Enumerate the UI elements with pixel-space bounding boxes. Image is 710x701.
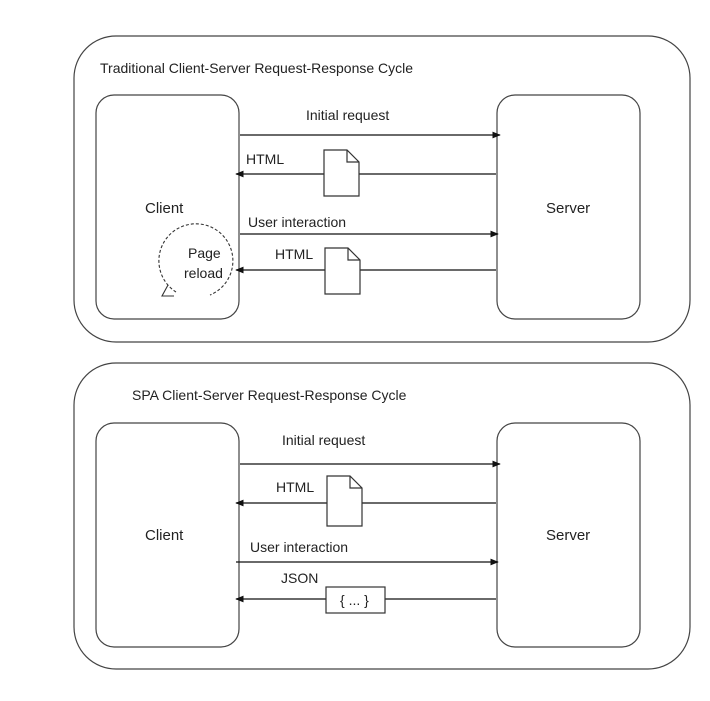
spa-server-box	[496, 422, 641, 648]
traditional-panel: Traditional Client-Server Request-Respon…	[73, 35, 691, 343]
spa-panel: SPA Client-Server Request-Response Cycle…	[73, 362, 691, 670]
spa-server-label: Server	[546, 527, 590, 544]
traditional-html-label-2: HTML	[275, 246, 313, 262]
traditional-initial-request-label: Initial request	[306, 107, 389, 123]
traditional-panel-frame	[73, 35, 691, 343]
traditional-user-interaction-label: User interaction	[248, 214, 346, 230]
page-reload-label-line2: reload	[184, 265, 223, 281]
spa-client-label: Client	[145, 527, 184, 544]
spa-panel-frame	[73, 362, 691, 670]
traditional-panel-title: Traditional Client-Server Request-Respon…	[100, 60, 413, 76]
spa-html-label: HTML	[276, 479, 314, 495]
traditional-client-label: Client	[145, 200, 184, 217]
document-icon	[324, 247, 361, 295]
spa-json-label: JSON	[281, 570, 318, 586]
json-payload-text: { ... }	[340, 592, 369, 608]
spa-panel-title: SPA Client-Server Request-Response Cycle	[132, 387, 407, 403]
spa-initial-request-label: Initial request	[282, 432, 365, 448]
spa-client-box	[95, 422, 240, 648]
spa-user-interaction-label: User interaction	[250, 539, 348, 555]
traditional-server-box	[496, 94, 641, 320]
document-icon	[326, 475, 363, 527]
page-reload-label-line1: Page	[188, 245, 221, 261]
traditional-server-label: Server	[546, 200, 590, 217]
traditional-client-box	[95, 94, 240, 320]
page-reload-icon	[158, 223, 234, 297]
traditional-html-label-1: HTML	[246, 151, 284, 167]
json-payload-box	[325, 586, 386, 614]
document-icon	[323, 149, 360, 197]
